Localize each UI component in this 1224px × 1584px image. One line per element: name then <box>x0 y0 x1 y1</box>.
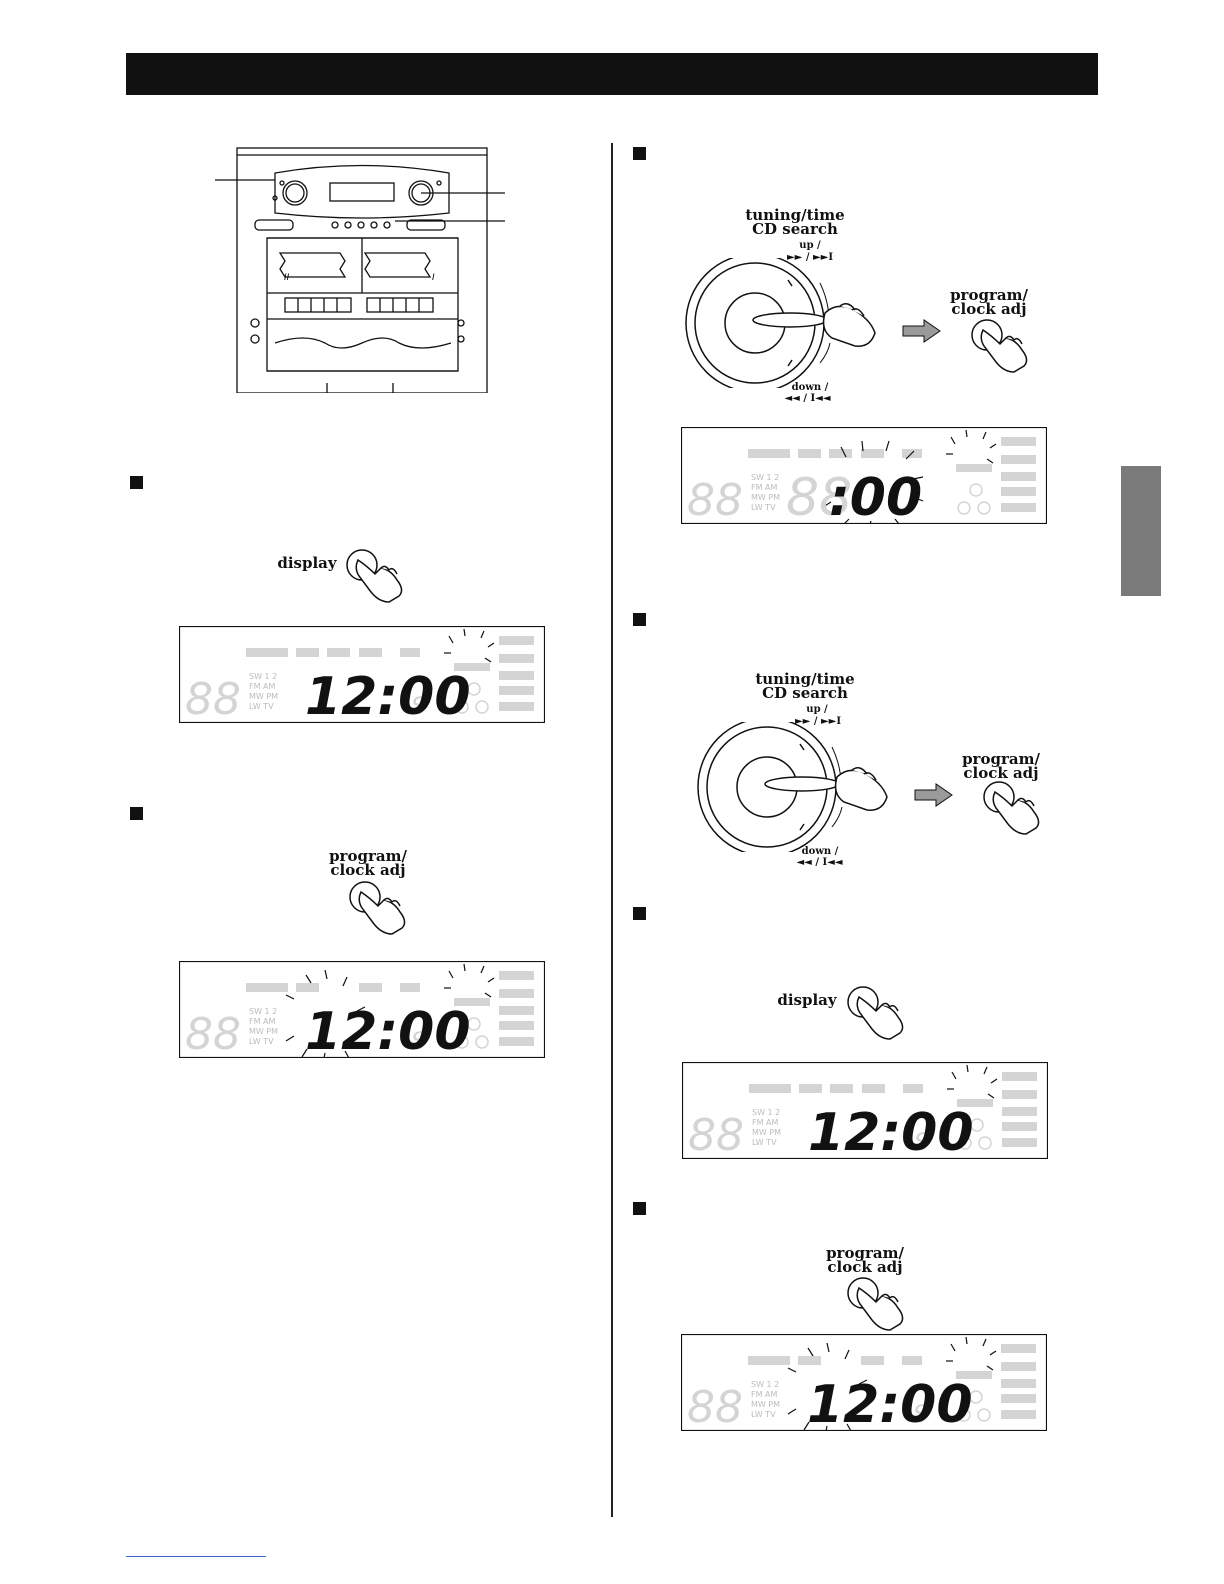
tuning-time-label-1: tuning/time CD search <box>745 206 845 238</box>
program-clock-adj-press-icon-1[interactable] <box>348 878 418 938</box>
next-step-arrow-1 <box>902 319 941 343</box>
tuning-dial-1[interactable] <box>680 258 890 388</box>
lcd-band-sw: SW 1 2 <box>249 672 277 681</box>
lcd-time: 12:00 <box>808 1103 974 1159</box>
lcd-band-sw: SW 1 2 <box>752 1108 780 1117</box>
lcd-band-lw-tv: LW TV <box>751 503 776 512</box>
lcd-band-mw-pm: MW PM <box>249 692 278 701</box>
program-clock-adj-press-icon-2[interactable] <box>970 316 1040 376</box>
rew-skip-label-2: ◄◄ / I◄◄ <box>796 857 843 868</box>
lcd-band-sw: SW 1 2 <box>751 1380 779 1389</box>
lcd-ghost-digits: 88 <box>688 1110 744 1159</box>
lcd-seconds-indicator: S <box>914 1128 929 1156</box>
lcd-display-4: 88 S SW 1 2 FM AM MW PM LW TV 12:00 <box>682 1062 1048 1159</box>
lcd-band-mw-pm: MW PM <box>751 1400 780 1409</box>
lcd-band-mw-pm: MW PM <box>751 493 780 502</box>
lcd-display-3: 88 88 SW 1 2 FM AM MW PM LW TV :00 <box>681 427 1047 524</box>
ff-skip-label-2: ►► / ►►I <box>794 716 842 727</box>
lcd-band-sw: SW 1 2 <box>249 1007 277 1016</box>
column-divider <box>611 143 613 1517</box>
lcd-seconds-indicator: S <box>913 1400 928 1428</box>
display-button-press-icon[interactable] <box>345 546 415 606</box>
program-clock-adj-label-3: program/ clock adj <box>962 750 1040 782</box>
step-bullet-right-2 <box>633 613 646 626</box>
ff-skip-label-1: ►► / ►►I <box>786 252 834 263</box>
program-clock-adj-press-icon-4[interactable] <box>846 1274 916 1334</box>
lcd-display-2: 88 S SW 1 2 FM AM MW PM LW TV 12:00 <box>179 961 545 1058</box>
lcd-time-blinking: 12:00 <box>305 1002 471 1058</box>
lcd-ghost-hour-digits: 88 <box>786 468 852 524</box>
lcd-band-fm-am: FM AM <box>249 682 276 691</box>
program-clock-adj-press-icon-3[interactable] <box>982 778 1052 838</box>
program-clock-adj-label-1: program/ clock adj <box>329 847 407 879</box>
display-button-label-2: display <box>777 991 837 1009</box>
next-step-arrow-2 <box>914 783 953 807</box>
lcd-minutes-blinking: :00 <box>829 468 922 524</box>
lcd-ghost-digits: 88 <box>687 1382 743 1431</box>
step-bullet-right-4 <box>633 1202 646 1215</box>
display-button-press-icon-2[interactable] <box>846 983 916 1043</box>
program-clock-adj-label-4: program/ clock adj <box>826 1244 904 1276</box>
up-label-2: up / <box>806 704 828 715</box>
lcd-band-fm-am: FM AM <box>751 483 778 492</box>
lcd-band-fm-am: FM AM <box>752 1118 779 1127</box>
lcd-band-mw-pm: MW PM <box>249 1027 278 1036</box>
lcd-time-blinking: 12:00 <box>807 1375 973 1431</box>
step-bullet-right-3 <box>633 907 646 920</box>
lcd-band-lw-tv: LW TV <box>751 1410 776 1419</box>
display-button-label: display <box>277 554 337 572</box>
lcd-ghost-digits: 88 <box>687 475 743 524</box>
lcd-band-lw-tv: LW TV <box>249 702 274 711</box>
program-clock-adj-label-2: program/ clock adj <box>950 286 1028 318</box>
lcd-display-1: 88 S SW 1 2 FM AM MW PM LW TV 12:00 <box>179 626 545 723</box>
stereo-unit-illustration: II I <box>215 147 505 393</box>
lcd-band-sw: SW 1 2 <box>751 473 779 482</box>
down-label-1: down / <box>791 382 829 393</box>
cassette-deck-i-mark: I <box>432 273 435 283</box>
up-label-1: up / <box>799 240 821 251</box>
lcd-ghost-digits: 88 <box>185 1009 241 1058</box>
lcd-time: 12:00 <box>305 667 471 723</box>
step-bullet-right-1 <box>633 147 646 160</box>
lcd-band-lw-tv: LW TV <box>752 1138 777 1147</box>
lcd-seconds-indicator: S <box>411 1027 426 1055</box>
step-bullet-left-2 <box>130 807 143 820</box>
header-bar <box>126 53 1098 95</box>
down-label-2: down / <box>801 846 839 857</box>
lcd-band-fm-am: FM AM <box>249 1017 276 1026</box>
lcd-band-fm-am: FM AM <box>751 1390 778 1399</box>
tuning-time-label-2: tuning/time CD search <box>755 670 855 702</box>
footer-link-underline[interactable] <box>126 1556 266 1557</box>
lcd-ghost-digits: 88 <box>185 674 241 723</box>
lcd-display-5: 88 S SW 1 2 FM AM MW PM LW TV 12:00 <box>681 1334 1047 1431</box>
lcd-seconds-indicator: S <box>411 692 426 720</box>
section-tab <box>1121 466 1161 596</box>
lcd-band-lw-tv: LW TV <box>249 1037 274 1046</box>
step-bullet-left-1 <box>130 476 143 489</box>
rew-skip-label-1: ◄◄ / I◄◄ <box>784 393 831 404</box>
lcd-band-mw-pm: MW PM <box>752 1128 781 1137</box>
cassette-deck-ii-mark: II <box>284 273 290 283</box>
tuning-dial-2[interactable] <box>692 722 902 852</box>
